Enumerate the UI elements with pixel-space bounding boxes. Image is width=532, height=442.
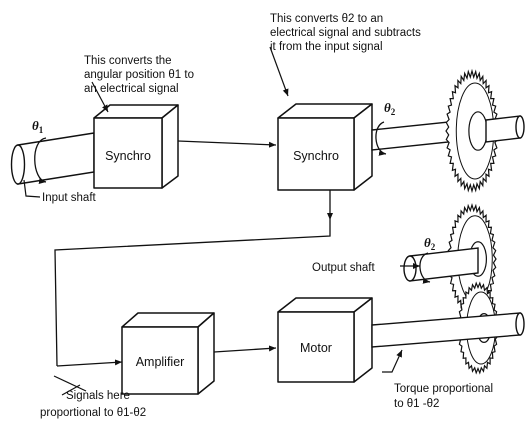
top-gear-shaft-stub <box>485 115 525 143</box>
svg-text:angular position θ1 to: angular position θ1 to <box>84 69 194 81</box>
theta2-symbol: θ2 <box>384 100 396 117</box>
signals-note: Signals here proportional to θ1-θ2 <box>40 390 146 419</box>
error-signal-line <box>54 190 333 367</box>
svg-text:electrical signal and subtract: electrical signal and subtracts <box>270 27 421 39</box>
synchro-2-label: Synchro <box>293 149 339 163</box>
synchro-1-box <box>93 104 179 189</box>
svg-text:it from the input signal: it from the input signal <box>270 41 383 53</box>
svg-text:an electrical signal: an electrical signal <box>84 83 179 95</box>
synchro-1-label: Synchro <box>105 149 151 163</box>
svg-text:Torque proportional: Torque proportional <box>394 383 493 395</box>
svg-text:Signals here: Signals here <box>66 390 130 402</box>
svg-text:proportional to θ1-θ2: proportional to θ1-θ2 <box>40 407 146 419</box>
motor-box <box>277 297 373 383</box>
input-shaft-label: Input shaft <box>42 192 97 204</box>
signal-line-amplifier-to-motor <box>213 345 277 353</box>
leader-lines <box>23 46 420 396</box>
motor-label: Motor <box>300 341 332 355</box>
output-theta2-rotation-arrow <box>419 252 431 284</box>
svg-text:This converts θ2 to an: This converts θ2 to an <box>270 13 383 25</box>
theta1-rotation-arrow <box>34 137 47 184</box>
theta2-rotation-arrow <box>375 121 387 156</box>
output-theta2-symbol: θ2 <box>424 235 436 252</box>
signal-line-synchro-to-synchro <box>177 140 277 148</box>
motor-shaft <box>371 312 525 348</box>
input-shaft <box>10 132 95 185</box>
svg-text:to θ1 -θ2: to θ1 -θ2 <box>394 398 439 410</box>
amplifier-box <box>121 312 215 395</box>
synchro-2-shaft <box>371 120 459 151</box>
synchro-1-note: This converts the angular position θ1 to… <box>84 55 194 95</box>
svg-text:This converts the: This converts the <box>84 55 172 67</box>
theta1-symbol: θ1 <box>32 118 44 135</box>
amplifier-label: Amplifier <box>136 355 185 369</box>
output-shaft-label: Output shaft <box>312 262 375 274</box>
torque-note: Torque proportional to θ1 -θ2 <box>394 383 493 410</box>
synchro-2-box <box>277 103 373 191</box>
synchro-2-note: This converts θ2 to an electrical signal… <box>270 13 421 53</box>
